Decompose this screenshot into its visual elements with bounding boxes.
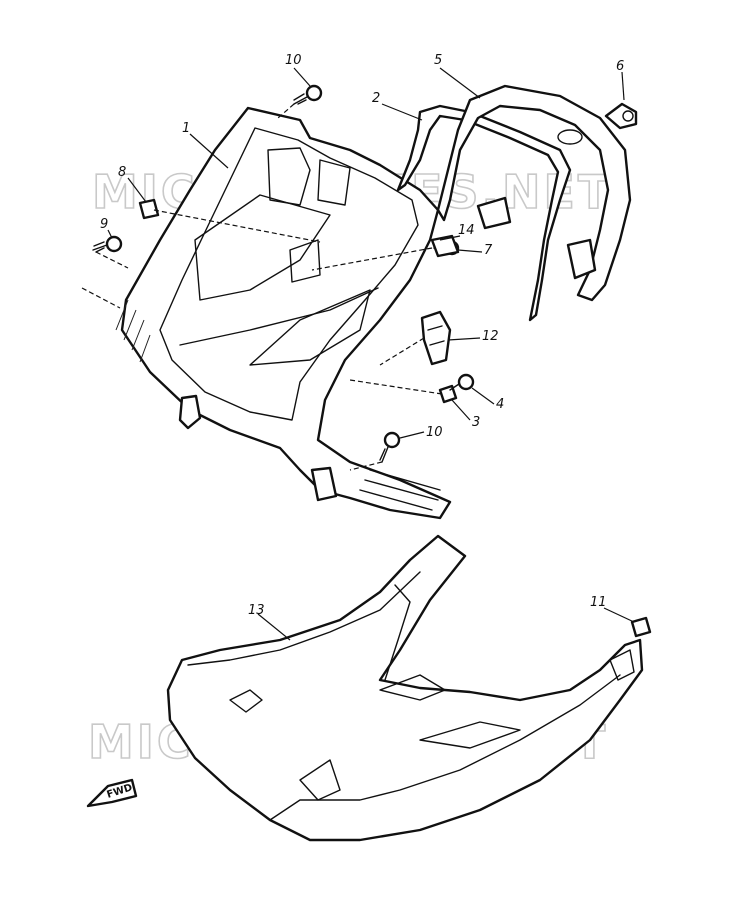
assembly-line — [277, 103, 295, 119]
outer-cover — [436, 84, 632, 302]
assembly-line — [349, 461, 383, 471]
assembly-line — [153, 209, 321, 243]
callout-5: 5 — [434, 53, 442, 68]
nut-3 — [438, 384, 458, 404]
callout-3: 3 — [472, 415, 480, 430]
bracket-11 — [420, 310, 452, 366]
screw-10-middle — [379, 431, 401, 463]
clip-13 — [630, 616, 652, 638]
clip-8 — [138, 198, 160, 220]
callout-14: 14 — [458, 223, 475, 238]
assembly-line — [379, 337, 425, 366]
screw-4 — [449, 373, 475, 391]
assembly-line — [349, 379, 443, 395]
callout-13: 11 — [590, 595, 607, 610]
callout-1: 1 — [182, 121, 190, 136]
assembly-line — [311, 247, 433, 271]
assembly-line — [95, 251, 129, 269]
grommet-6 — [604, 102, 638, 130]
callout-12: 13 — [248, 603, 265, 618]
trim-frame — [396, 104, 572, 322]
callout-10-middle: 10 — [426, 425, 443, 440]
callout-7: 7 — [484, 243, 493, 258]
leg-shield-upper — [115, 106, 452, 520]
callout-4: 4 — [496, 397, 504, 412]
forward-arrow-icon: FWD — [86, 778, 138, 808]
pad-14 — [430, 234, 460, 258]
callout-2: 2 — [372, 91, 380, 106]
callout-9: 9 — [100, 217, 108, 232]
assembly-line — [81, 287, 121, 309]
screw-10-top — [293, 84, 323, 105]
screw-9 — [92, 235, 123, 253]
callout-11: 12 — [482, 329, 499, 344]
callout-10-top: 10 — [285, 53, 302, 68]
lower-cover — [166, 534, 644, 842]
callout-8: 8 — [118, 165, 126, 180]
callout-6: 6 — [616, 59, 624, 74]
